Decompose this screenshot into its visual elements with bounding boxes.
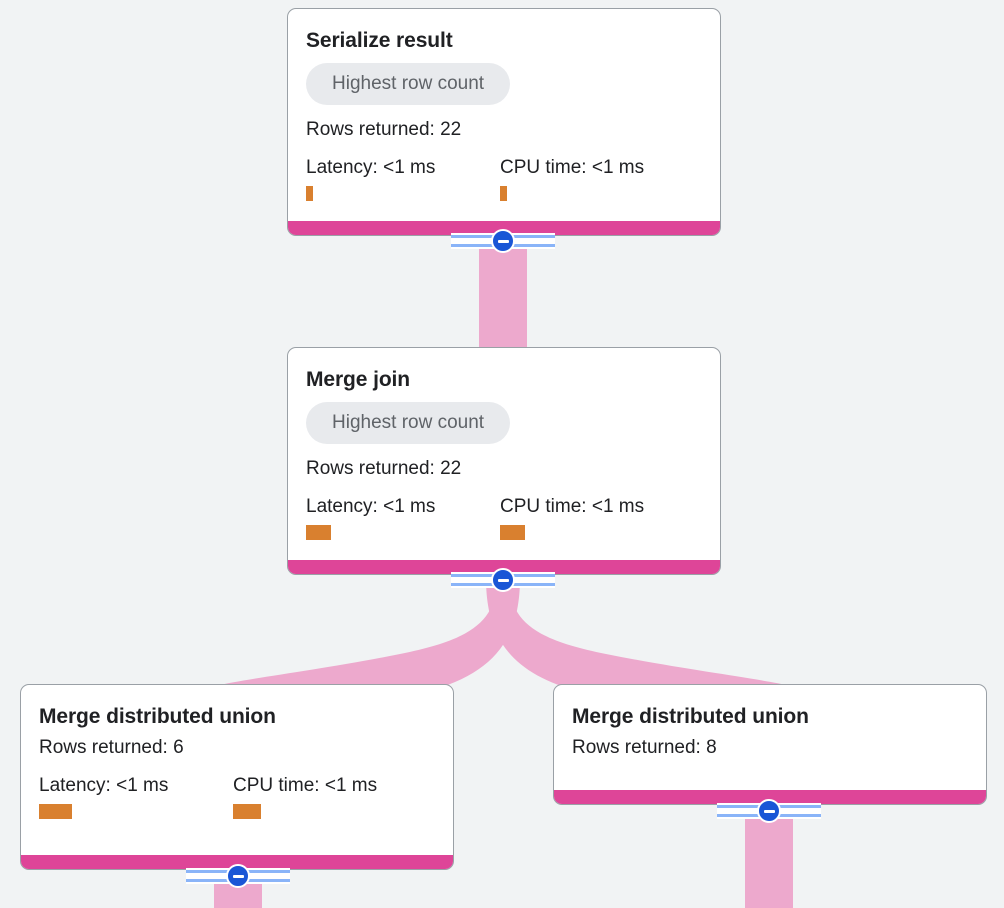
metric-bar <box>306 524 331 540</box>
metric-row: Latency: <1 ms CPU time: <1 ms <box>306 496 702 540</box>
metric-label: Latency: <1 ms <box>39 775 169 797</box>
node-title: Merge join <box>306 368 411 391</box>
node-serialize-result[interactable]: Serialize result Highest row count Rows … <box>287 8 721 236</box>
node-body: Merge distributed union Rows returned: 8 <box>554 685 986 773</box>
status-badge: Highest row count <box>306 63 511 106</box>
metric-bar <box>39 803 72 819</box>
node-merge-join[interactable]: Merge join Highest row count Rows return… <box>287 347 721 575</box>
node-footer-bar <box>21 855 453 869</box>
node-footer-bar <box>554 790 986 804</box>
metric-cpu-time: CPU time: <1 ms <box>233 775 427 819</box>
node-merge-distributed-union-left[interactable]: Merge distributed union Rows returned: 6… <box>20 684 454 870</box>
metric-cpu-time: CPU time: <1 ms <box>500 157 694 201</box>
metric-label: CPU time: <1 ms <box>233 775 378 797</box>
node-footer-bar <box>288 560 720 574</box>
metric-label: CPU time: <1 ms <box>500 496 645 518</box>
metric-latency: Latency: <1 ms <box>306 496 500 540</box>
rows-returned: Rows returned: 22 <box>306 458 462 480</box>
metric-bar <box>233 803 261 819</box>
rows-returned: Rows returned: 8 <box>572 737 717 759</box>
node-body: Merge distributed union Rows returned: 6… <box>21 685 453 833</box>
collapse-minus-icon[interactable] <box>491 568 515 592</box>
node-merge-distributed-union-right[interactable]: Merge distributed union Rows returned: 8 <box>553 684 987 805</box>
metric-row: Latency: <1 ms CPU time: <1 ms <box>306 157 702 201</box>
metric-latency: Latency: <1 ms <box>39 775 233 819</box>
metric-label: Latency: <1 ms <box>306 157 436 179</box>
node-body: Merge join Highest row count Rows return… <box>288 348 720 554</box>
metric-label: CPU time: <1 ms <box>500 157 645 179</box>
toggle-union-left[interactable] <box>186 863 290 889</box>
status-badge: Highest row count <box>306 402 511 445</box>
toggle-merge-join[interactable] <box>451 567 555 593</box>
node-title: Serialize result <box>306 29 453 52</box>
metric-cpu-time: CPU time: <1 ms <box>500 496 694 540</box>
metric-bar <box>500 524 525 540</box>
node-title: Merge distributed union <box>39 705 276 728</box>
node-body: Serialize result Highest row count Rows … <box>288 9 720 215</box>
metric-row: Latency: <1 ms CPU time: <1 ms <box>39 775 435 819</box>
rows-returned: Rows returned: 6 <box>39 737 184 759</box>
toggle-union-right[interactable] <box>717 798 821 824</box>
node-footer-bar <box>288 221 720 235</box>
rows-returned: Rows returned: 22 <box>306 119 462 141</box>
collapse-minus-icon[interactable] <box>757 799 781 823</box>
metric-latency: Latency: <1 ms <box>306 157 500 201</box>
metric-bar <box>500 185 507 201</box>
collapse-minus-icon[interactable] <box>226 864 250 888</box>
metric-bar <box>306 185 313 201</box>
metric-label: Latency: <1 ms <box>306 496 436 518</box>
node-title: Merge distributed union <box>572 705 809 728</box>
collapse-minus-icon[interactable] <box>491 229 515 253</box>
toggle-serialize-result[interactable] <box>451 228 555 254</box>
